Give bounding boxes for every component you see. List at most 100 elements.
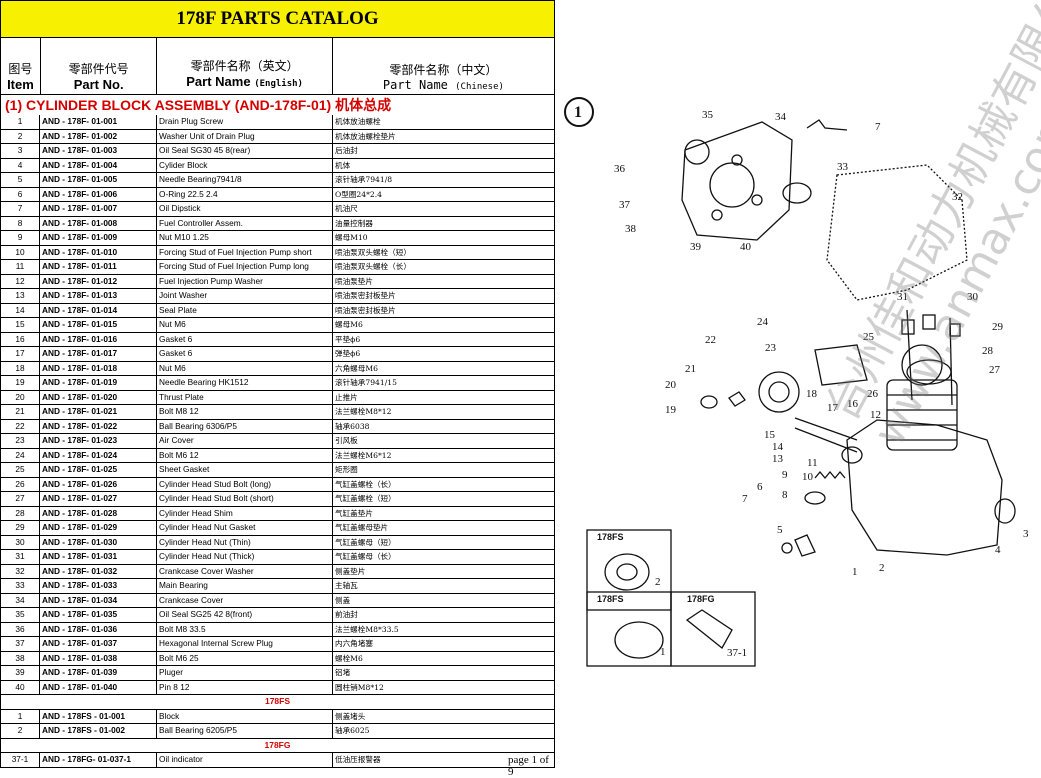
callout-4: 4 — [995, 544, 1001, 556]
callout-20: 20 — [665, 379, 677, 391]
row-part-no: AND - 178F- 01-039 — [40, 666, 157, 680]
cylinder-bore — [901, 344, 943, 386]
row-item: 2 — [0, 129, 40, 143]
row-name-chinese: 引风板 — [333, 434, 555, 448]
row-name-chinese: 机体放油螺栓 — [333, 115, 555, 129]
row-item: 16 — [0, 332, 40, 346]
callout-39: 39 — [690, 241, 702, 253]
row-name-chinese: 机体 — [333, 158, 555, 172]
row-name-english: Cylinder Head Nut (Thick) — [157, 550, 333, 564]
row-name-chinese: 气缸盖螺栓（短） — [333, 492, 555, 506]
row-name-chinese: 气缸盖螺母垫片 — [333, 521, 555, 535]
row-name-english: Fuel Controller Assem. — [157, 216, 333, 230]
catalog-title: 178F PARTS CATALOG — [0, 0, 555, 38]
row-name-chinese: 低油压报警器 — [333, 753, 555, 767]
row-part-no: AND - 178F- 01-027 — [40, 492, 157, 506]
callout-18: 18 — [806, 388, 818, 400]
row-item: 40 — [0, 680, 40, 694]
callout-21: 21 — [685, 363, 696, 375]
callout-34: 34 — [775, 111, 787, 123]
row-name-english: Hexagonal Internal Screw Plug — [157, 637, 333, 651]
subsection-178fs: 178FS — [0, 695, 555, 710]
ball-bearing — [758, 371, 800, 413]
row-item: 33 — [0, 579, 40, 593]
front-oil-seal — [684, 139, 710, 165]
callout-7: 7 — [875, 121, 881, 133]
row-part-no: AND - 178F- 01-035 — [40, 608, 157, 622]
row-item: 35 — [0, 608, 40, 622]
row-item: 21 — [0, 405, 40, 419]
nut-gasket — [949, 323, 961, 337]
callout-2: 2 — [879, 562, 885, 574]
callout-40: 40 — [740, 241, 752, 253]
row-part-no: AND - 178F- 01-006 — [40, 187, 157, 201]
header-name-en-en: Part Name — [186, 74, 251, 89]
row-part-no: AND - 178F- 01-018 — [40, 361, 157, 375]
row-name-chinese: 滚针轴承7941/15 — [333, 376, 555, 390]
row-item: 18 — [0, 361, 40, 375]
row-item: 29 — [0, 521, 40, 535]
header-part-cn: 零部件代号 — [68, 62, 129, 76]
row-part-no: AND - 178F- 01-014 — [40, 303, 157, 317]
row-name-chinese: 螺母M10 — [333, 231, 555, 245]
row-name-chinese: 机体放油螺栓垫片 — [333, 129, 555, 143]
row-part-no: AND - 178F- 01-029 — [40, 521, 157, 535]
row-name-chinese: 法兰螺栓M6*12 — [333, 448, 555, 462]
row-name-english: Cylider Block — [157, 158, 333, 172]
row-item: 6 — [0, 187, 40, 201]
header-part-no: 零部件代号 Part No. — [41, 38, 158, 94]
row-name-english: Bolt M6 12 — [157, 448, 333, 462]
callout-26: 26 — [867, 388, 879, 400]
row-item: 10 — [0, 245, 40, 259]
callout-12: 12 — [870, 409, 881, 421]
row-name-english: Forcing Stud of Fuel Injection Pump shor… — [157, 245, 333, 259]
row-name-english: Cylinder Head Stud Bolt (short) — [157, 492, 333, 506]
row-part-no: AND - 178F- 01-033 — [40, 579, 157, 593]
callout-8: 8 — [782, 489, 788, 501]
row-part-no: AND - 178FS - 01-002 — [40, 724, 157, 738]
row-item: 28 — [0, 506, 40, 520]
row-name-english: Fuel Injection Pump Washer — [157, 274, 333, 288]
row-part-no: AND - 178F- 01-013 — [40, 289, 157, 303]
crankcase-cover — [681, 121, 793, 241]
callout-17: 17 — [827, 402, 839, 414]
row-part-no: AND - 178F- 01-004 — [40, 158, 157, 172]
row-item: 3 — [0, 144, 40, 158]
row-name-chinese: 矩形圈 — [333, 463, 555, 477]
row-name-english: Needle Bearing HK1512 — [157, 376, 333, 390]
row-name-chinese: 弹垫ϕ6 — [333, 347, 555, 361]
callout-16: 16 — [847, 398, 859, 410]
row-name-english: Needle Bearing7941/8 — [157, 173, 333, 187]
callout-22: 22 — [705, 334, 716, 346]
row-name-english: Gasket 6 — [157, 347, 333, 361]
callout-32: 32 — [952, 191, 963, 203]
row-item: 37 — [0, 637, 40, 651]
row-name-chinese: 六角螺母M6 — [333, 361, 555, 375]
row-name-english: Oil Seal SG30 45 8(rear) — [157, 144, 333, 158]
row-name-chinese: 气缸盖螺母（短） — [333, 535, 555, 549]
row-item: 20 — [0, 390, 40, 404]
row-item: 37-1 — [0, 753, 40, 767]
row-name-english: Gasket 6 — [157, 332, 333, 346]
header-name-en-small: (English) — [254, 79, 303, 89]
callout-30: 30 — [967, 291, 979, 303]
